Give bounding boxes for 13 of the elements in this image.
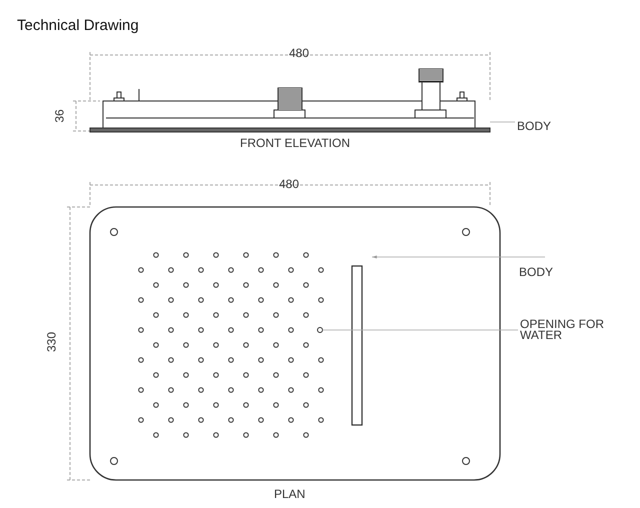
dimension-label: 480 [279,179,300,190]
dimension-label: 36 [54,109,66,123]
dimension-label: 330 [46,332,58,352]
view-label: PLAN [274,489,306,500]
callout-label: BODY [517,121,552,132]
leader-line [372,256,546,258]
shower-body-drawing [90,68,490,132]
water-opening-hole [317,327,323,333]
drawing-title: Technical Drawing [17,17,139,34]
callout-label: OPENING FOR WATER [520,319,620,341]
callout-label: BODY [519,267,554,278]
view-label: FRONT ELEVATION [240,138,350,149]
dimension-label: 480 [289,48,310,59]
